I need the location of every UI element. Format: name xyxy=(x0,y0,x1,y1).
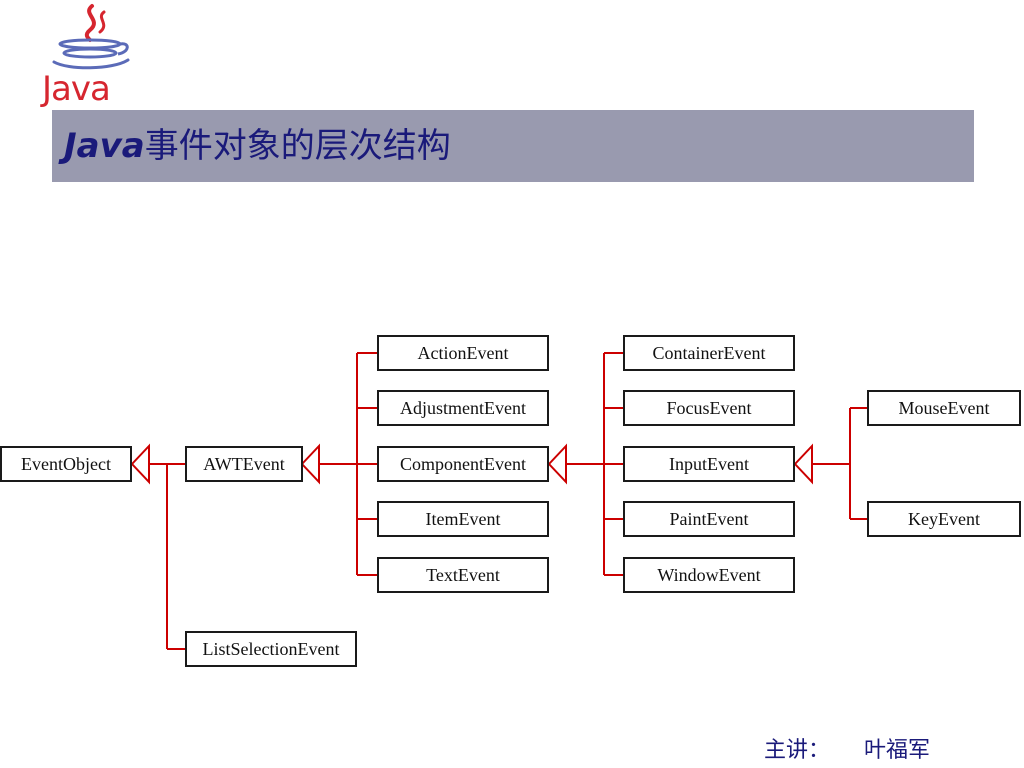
inherit-arrow-awtevent xyxy=(300,443,320,485)
class-box-textevent: TextEvent xyxy=(377,557,549,593)
page-title-java: Java xyxy=(64,126,145,166)
class-box-componentevent: ComponentEvent xyxy=(377,446,549,482)
class-box-keyevent: KeyEvent xyxy=(867,501,1021,537)
class-box-focusevent: FocusEvent xyxy=(623,390,795,426)
page-title: Java事件对象的层次结构 xyxy=(64,126,451,166)
class-box-listselectionevent: ListSelectionEvent xyxy=(185,631,357,667)
class-box-windowevent: WindowEvent xyxy=(623,557,795,593)
title-bar: Java事件对象的层次结构 xyxy=(52,110,974,182)
class-box-adjustmentevent: AdjustmentEvent xyxy=(377,390,549,426)
class-box-containerevent: ContainerEvent xyxy=(623,335,795,371)
inherit-arrow-inputevent xyxy=(793,443,813,485)
java-cup-icon xyxy=(52,4,130,70)
inherit-arrow-componentevent xyxy=(547,443,567,485)
class-box-mouseevent: MouseEvent xyxy=(867,390,1021,426)
class-box-eventobject: EventObject xyxy=(0,446,132,482)
class-box-itemevent: ItemEvent xyxy=(377,501,549,537)
presenter-name: 叶福军 xyxy=(864,738,931,763)
class-box-actionevent: ActionEvent xyxy=(377,335,549,371)
page-title-rest: 事件对象的层次结构 xyxy=(144,126,451,166)
inherit-arrow-eventobject xyxy=(130,443,150,485)
java-logo-text: Java xyxy=(42,69,111,109)
class-box-paintevent: PaintEvent xyxy=(623,501,795,537)
presenter-line: 主讲： 叶福军 xyxy=(764,732,930,764)
presenter-label: 主讲： xyxy=(764,738,831,763)
class-box-inputevent: InputEvent xyxy=(623,446,795,482)
class-box-awtevent: AWTEvent xyxy=(185,446,303,482)
java-logo: Java xyxy=(38,2,142,110)
